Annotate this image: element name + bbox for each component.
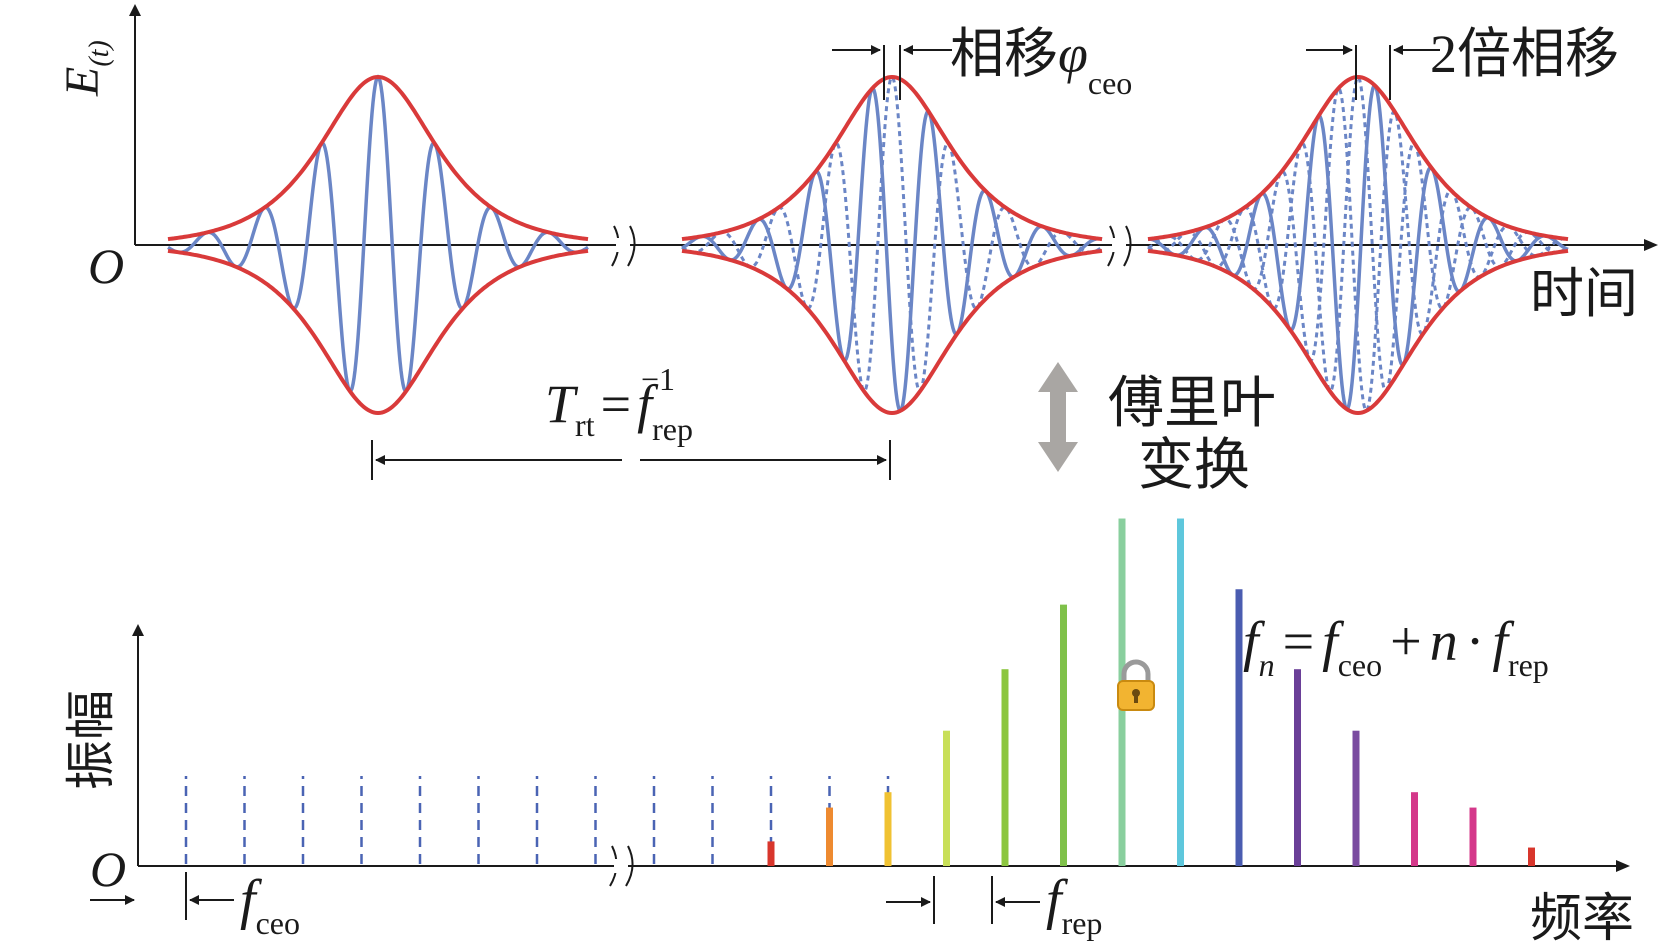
comb-line <box>1177 518 1184 866</box>
period-label: Trt=frep−1 <box>545 361 693 447</box>
comb-line <box>1411 792 1418 866</box>
lock-icon <box>1117 659 1155 711</box>
time-x-axis-label: 时间 <box>1530 264 1638 324</box>
comb-line <box>1235 589 1243 866</box>
time-x-axis-arrow-icon <box>1644 239 1658 251</box>
freq-y-axis-arrow-icon <box>132 624 144 636</box>
fceo-annotation <box>90 872 234 920</box>
double-phase-shift-annotation <box>1306 45 1440 100</box>
double-phase-shift-label: 2倍相移 <box>1430 24 1619 84</box>
dashed-comb-lines <box>184 776 890 864</box>
comb-line <box>943 730 950 866</box>
phase-shift-label: 相移φceo <box>950 24 1132 101</box>
pulse-1 <box>167 74 589 416</box>
double-arrow-icon <box>1038 362 1078 472</box>
comb-line <box>1001 669 1009 866</box>
fourier-transform-line2: 变换 <box>1138 435 1250 497</box>
carrier-wave <box>1148 83 1569 412</box>
comb-formula: fn=fceo+n·frep <box>1243 611 1549 683</box>
fceo-label: fceo <box>240 869 300 941</box>
carrier-wave <box>681 86 1103 413</box>
freq-y-axis-label: 振幅 <box>63 690 119 790</box>
fourier-transform-line1: 傅里叶 <box>1108 373 1276 435</box>
comb-line <box>1528 847 1535 866</box>
fourier-transform: 傅里叶 变换 <box>1038 362 1276 497</box>
phase-shift-annotation <box>832 45 952 100</box>
envelope-lower <box>681 248 1103 416</box>
comb-line <box>826 807 833 866</box>
comb-line <box>884 792 892 866</box>
time-origin-label: O <box>88 238 124 294</box>
freq-axis-break <box>609 845 634 887</box>
comb-line <box>767 841 775 866</box>
frequency-domain-panel: 振幅 O 频率 fn=fceo+n·frep fceo frep <box>63 518 1634 948</box>
envelope-lower <box>167 248 589 416</box>
time-y-axis-label: E(t) <box>56 40 115 97</box>
comb-line <box>1469 807 1477 866</box>
carrier-wave <box>167 74 589 394</box>
freq-x-axis-arrow-icon <box>1616 860 1630 872</box>
reference-carrier-wave <box>1147 86 1569 413</box>
frep-annotation <box>886 876 1040 924</box>
freq-x-axis-label: 频率 <box>1530 891 1634 948</box>
time-axis-break-2 <box>1107 225 1132 267</box>
envelope-lower <box>1147 248 1569 416</box>
envelope-upper <box>681 74 1103 242</box>
pulse-3 <box>1147 74 1569 416</box>
frep-label: frep <box>1046 869 1102 941</box>
time-domain-panel: E(t) O 时间 相移φceo 2倍相移 Trt=f <box>56 4 1658 480</box>
comb-line <box>1352 730 1360 866</box>
pulse-2 <box>681 74 1103 416</box>
period-annotation <box>371 440 891 480</box>
envelope-upper <box>167 74 589 242</box>
comb-line <box>1060 604 1067 866</box>
time-y-axis-arrow-icon <box>129 4 141 16</box>
envelope-upper <box>1147 74 1569 242</box>
comb-line <box>1294 669 1301 866</box>
freq-origin-label: O <box>90 841 126 897</box>
time-axis-break-1 <box>611 225 636 267</box>
